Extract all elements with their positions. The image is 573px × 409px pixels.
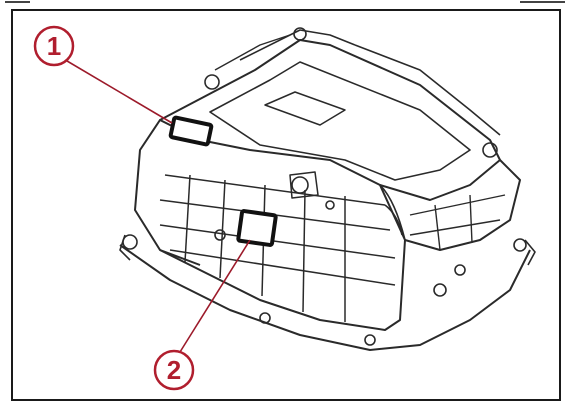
- top-cover-outline: [159, 39, 501, 201]
- front-face: [159, 184, 406, 331]
- callout-1: 1: [33, 25, 173, 124]
- housing-line-art: [119, 27, 536, 351]
- mounting-lugs: [122, 27, 527, 346]
- callout-2-number: 2: [167, 355, 181, 385]
- corner-arch: [379, 184, 406, 241]
- callout-1-badge: [33, 25, 75, 67]
- callout-2-badge: [153, 349, 195, 391]
- figure-frame: [11, 9, 561, 401]
- callout-2-leader: [179, 239, 251, 353]
- front-ribs: [159, 174, 396, 322]
- callout-1-number: 1: [47, 31, 61, 61]
- bottom-flange: [119, 244, 531, 351]
- left-wall: [134, 119, 201, 266]
- right-wall: [404, 159, 521, 251]
- side-ribs: [409, 194, 506, 251]
- upper-label-plate: [168, 115, 214, 147]
- center-plate: [264, 91, 346, 126]
- callout-1-leader: [61, 57, 173, 124]
- top-cover-panel: [209, 61, 471, 181]
- front-label-plate: [236, 209, 278, 247]
- callout-2: 2: [153, 239, 251, 391]
